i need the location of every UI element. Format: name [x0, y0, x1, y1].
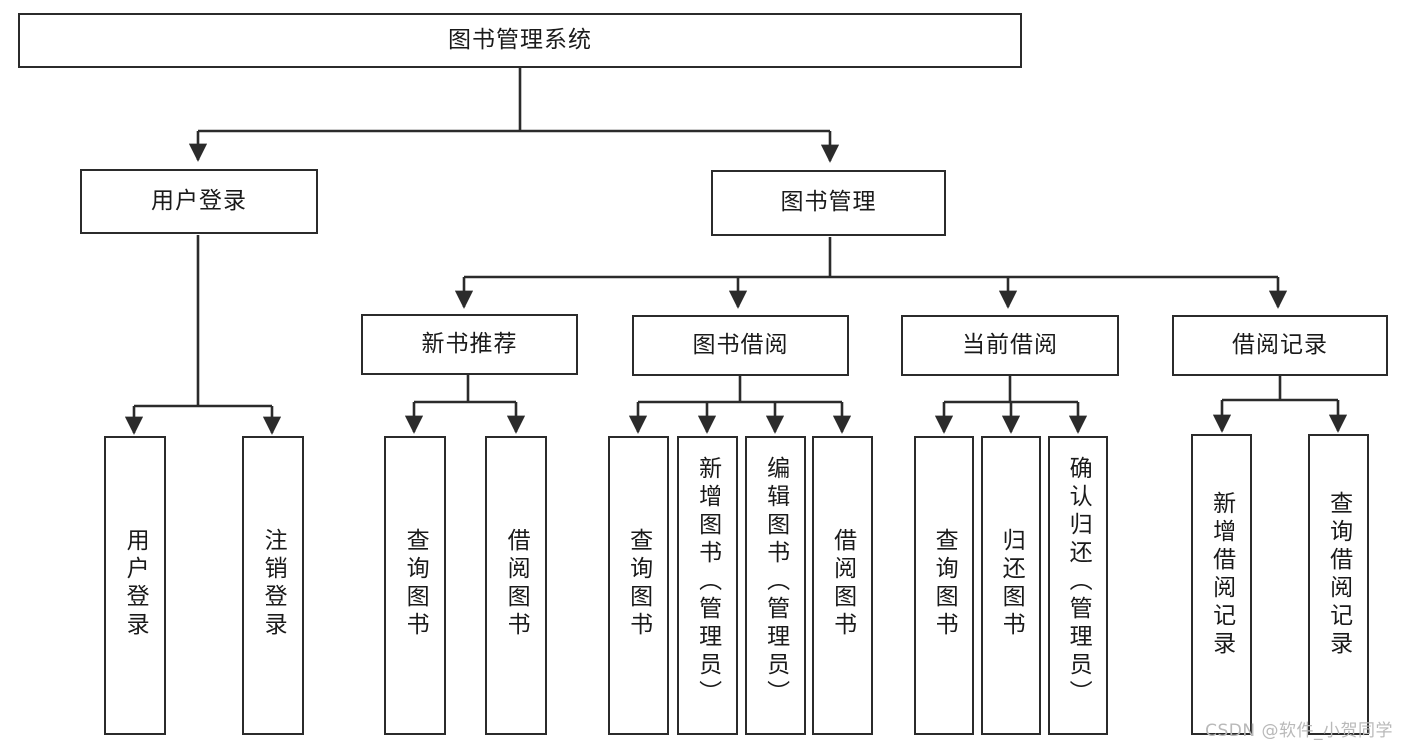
- leaf-current-borrow-confirm-return-admin[interactable]: 确认归还（管理员）: [1048, 436, 1108, 735]
- node-label: 用户登录: [122, 528, 149, 640]
- node-root-book-management-system[interactable]: 图书管理系统: [18, 13, 1022, 68]
- node-current-borrow[interactable]: 当前借阅: [901, 315, 1119, 376]
- node-user-login[interactable]: 用户登录: [80, 169, 318, 234]
- leaf-borrow-record-query-record[interactable]: 查询借阅记录: [1308, 434, 1369, 735]
- node-label: 查询图书: [402, 528, 429, 640]
- node-book-borrow[interactable]: 图书借阅: [632, 315, 849, 376]
- leaf-new-book-borrow-book[interactable]: 借阅图书: [485, 436, 547, 735]
- node-label: 图书借阅: [692, 331, 789, 358]
- watermark-text: CSDN @软件_小贺同学: [1205, 721, 1393, 741]
- leaf-borrow-record-add-record[interactable]: 新增借阅记录: [1191, 434, 1252, 735]
- node-label: 归还图书: [998, 528, 1025, 640]
- leaf-new-book-query-book[interactable]: 查询图书: [384, 436, 446, 735]
- node-new-book-recommend[interactable]: 新书推荐: [361, 314, 578, 375]
- node-book-management[interactable]: 图书管理: [711, 170, 946, 236]
- node-label: 编辑图书（管理员）: [762, 456, 789, 708]
- node-label: 新增图书（管理员）: [694, 456, 721, 708]
- leaf-current-borrow-return-book[interactable]: 归还图书: [981, 436, 1041, 735]
- node-label: 查询图书: [625, 528, 652, 640]
- node-label: 查询图书: [931, 528, 958, 640]
- leaf-user-login-logout[interactable]: 注销登录: [242, 436, 304, 735]
- node-label: 新增借阅记录: [1208, 491, 1235, 659]
- node-borrow-record[interactable]: 借阅记录: [1172, 315, 1388, 376]
- node-label: 确认归还（管理员）: [1065, 456, 1092, 708]
- leaf-book-borrow-add-book-admin[interactable]: 新增图书（管理员）: [677, 436, 738, 735]
- node-label: 新书推荐: [421, 330, 518, 357]
- node-label: 当前借阅: [962, 331, 1058, 358]
- node-label: 用户登录: [151, 187, 247, 214]
- node-label: 注销登录: [260, 528, 287, 640]
- leaf-current-borrow-query-book[interactable]: 查询图书: [914, 436, 974, 735]
- node-label: 图书管理系统: [448, 26, 592, 53]
- leaf-book-borrow-borrow-book[interactable]: 借阅图书: [812, 436, 873, 735]
- node-label: 借阅记录: [1232, 331, 1328, 358]
- node-label: 图书管理: [780, 189, 877, 216]
- node-label: 借阅图书: [503, 528, 530, 640]
- leaf-user-login-login[interactable]: 用户登录: [104, 436, 166, 735]
- node-label: 查询借阅记录: [1325, 491, 1352, 659]
- leaf-book-borrow-edit-book-admin[interactable]: 编辑图书（管理员）: [745, 436, 806, 735]
- leaf-book-borrow-query-book[interactable]: 查询图书: [608, 436, 669, 735]
- node-label: 借阅图书: [829, 528, 856, 640]
